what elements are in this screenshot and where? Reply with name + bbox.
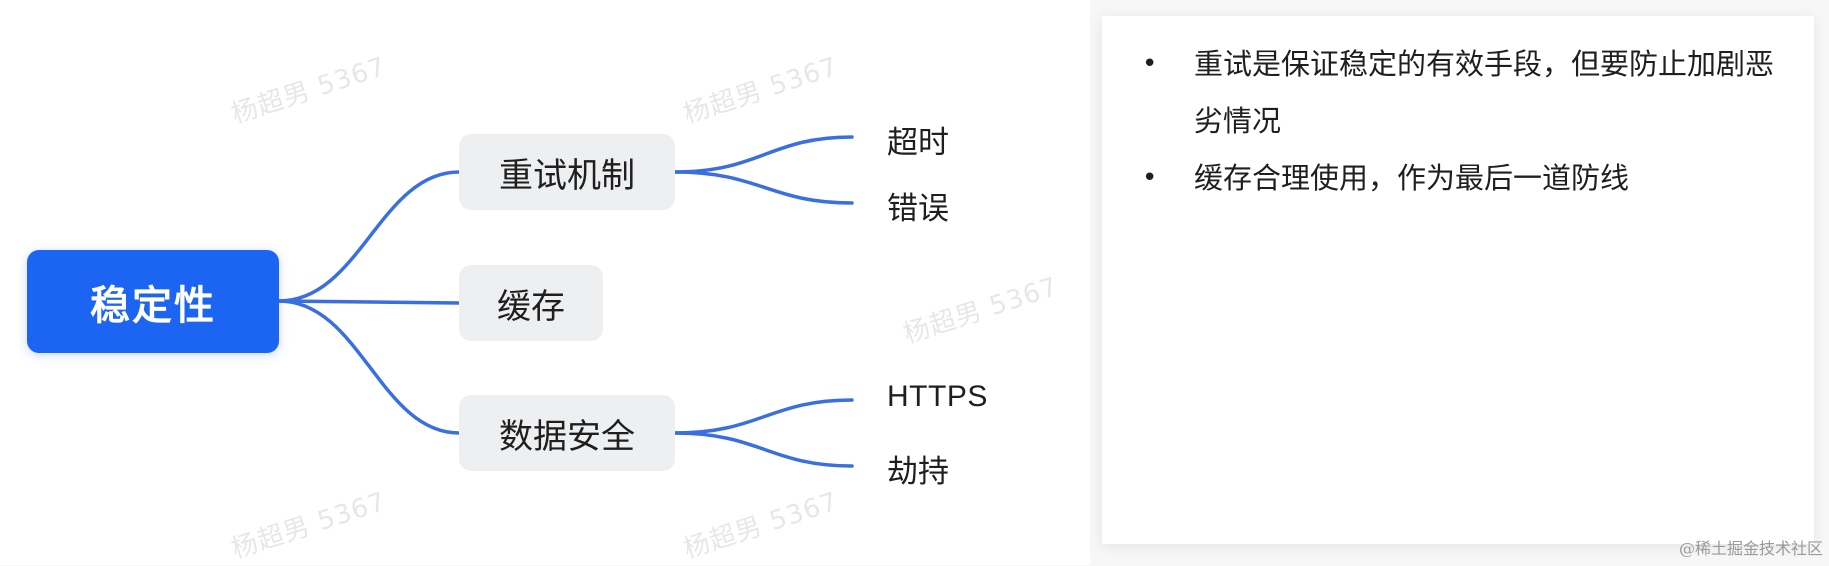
link-root-retry	[277, 170, 461, 303]
notes-item-text: 重试是保证稳定的有效手段，但要防止加剧恶劣情况	[1194, 47, 1775, 138]
leaf-node-timeout[interactable]: 超时	[887, 125, 949, 161]
link-security-https	[673, 398, 854, 435]
notes-item-text: 缓存合理使用，作为最后一道防线	[1194, 161, 1630, 195]
notes-item: • 缓存合理使用，作为最后一道防线	[1142, 150, 1794, 207]
branch-node-retry[interactable]: 重试机制	[459, 134, 675, 210]
leaf-node-https[interactable]: HTTPS	[887, 380, 988, 413]
link-root-security	[277, 299, 461, 435]
leaf-node-hijack[interactable]: 劫持	[887, 454, 949, 490]
branch-node-security[interactable]: 数据安全	[459, 395, 675, 471]
link-retry-timeout	[673, 135, 854, 174]
bullet-icon: •	[1142, 49, 1158, 79]
branch-node-cache[interactable]: 缓存	[459, 265, 603, 341]
notes-panel: • 重试是保证稳定的有效手段，但要防止加剧恶劣情况 • 缓存合理使用，作为最后一…	[1102, 16, 1814, 544]
link-root-cache	[277, 299, 461, 305]
notes-item: • 重试是保证稳定的有效手段，但要防止加剧恶劣情况	[1142, 36, 1794, 150]
notes-list: • 重试是保证稳定的有效手段，但要防止加剧恶劣情况 • 缓存合理使用，作为最后一…	[1142, 36, 1794, 207]
leaf-node-error[interactable]: 错误	[887, 191, 949, 227]
source-credit: @稀土掘金技术社区	[1678, 539, 1823, 558]
mindmap-connectors	[277, 135, 854, 468]
link-retry-error	[673, 170, 854, 205]
link-security-hijack	[673, 431, 854, 468]
root-node[interactable]: 稳定性	[27, 250, 279, 353]
bullet-icon: •	[1142, 163, 1158, 193]
